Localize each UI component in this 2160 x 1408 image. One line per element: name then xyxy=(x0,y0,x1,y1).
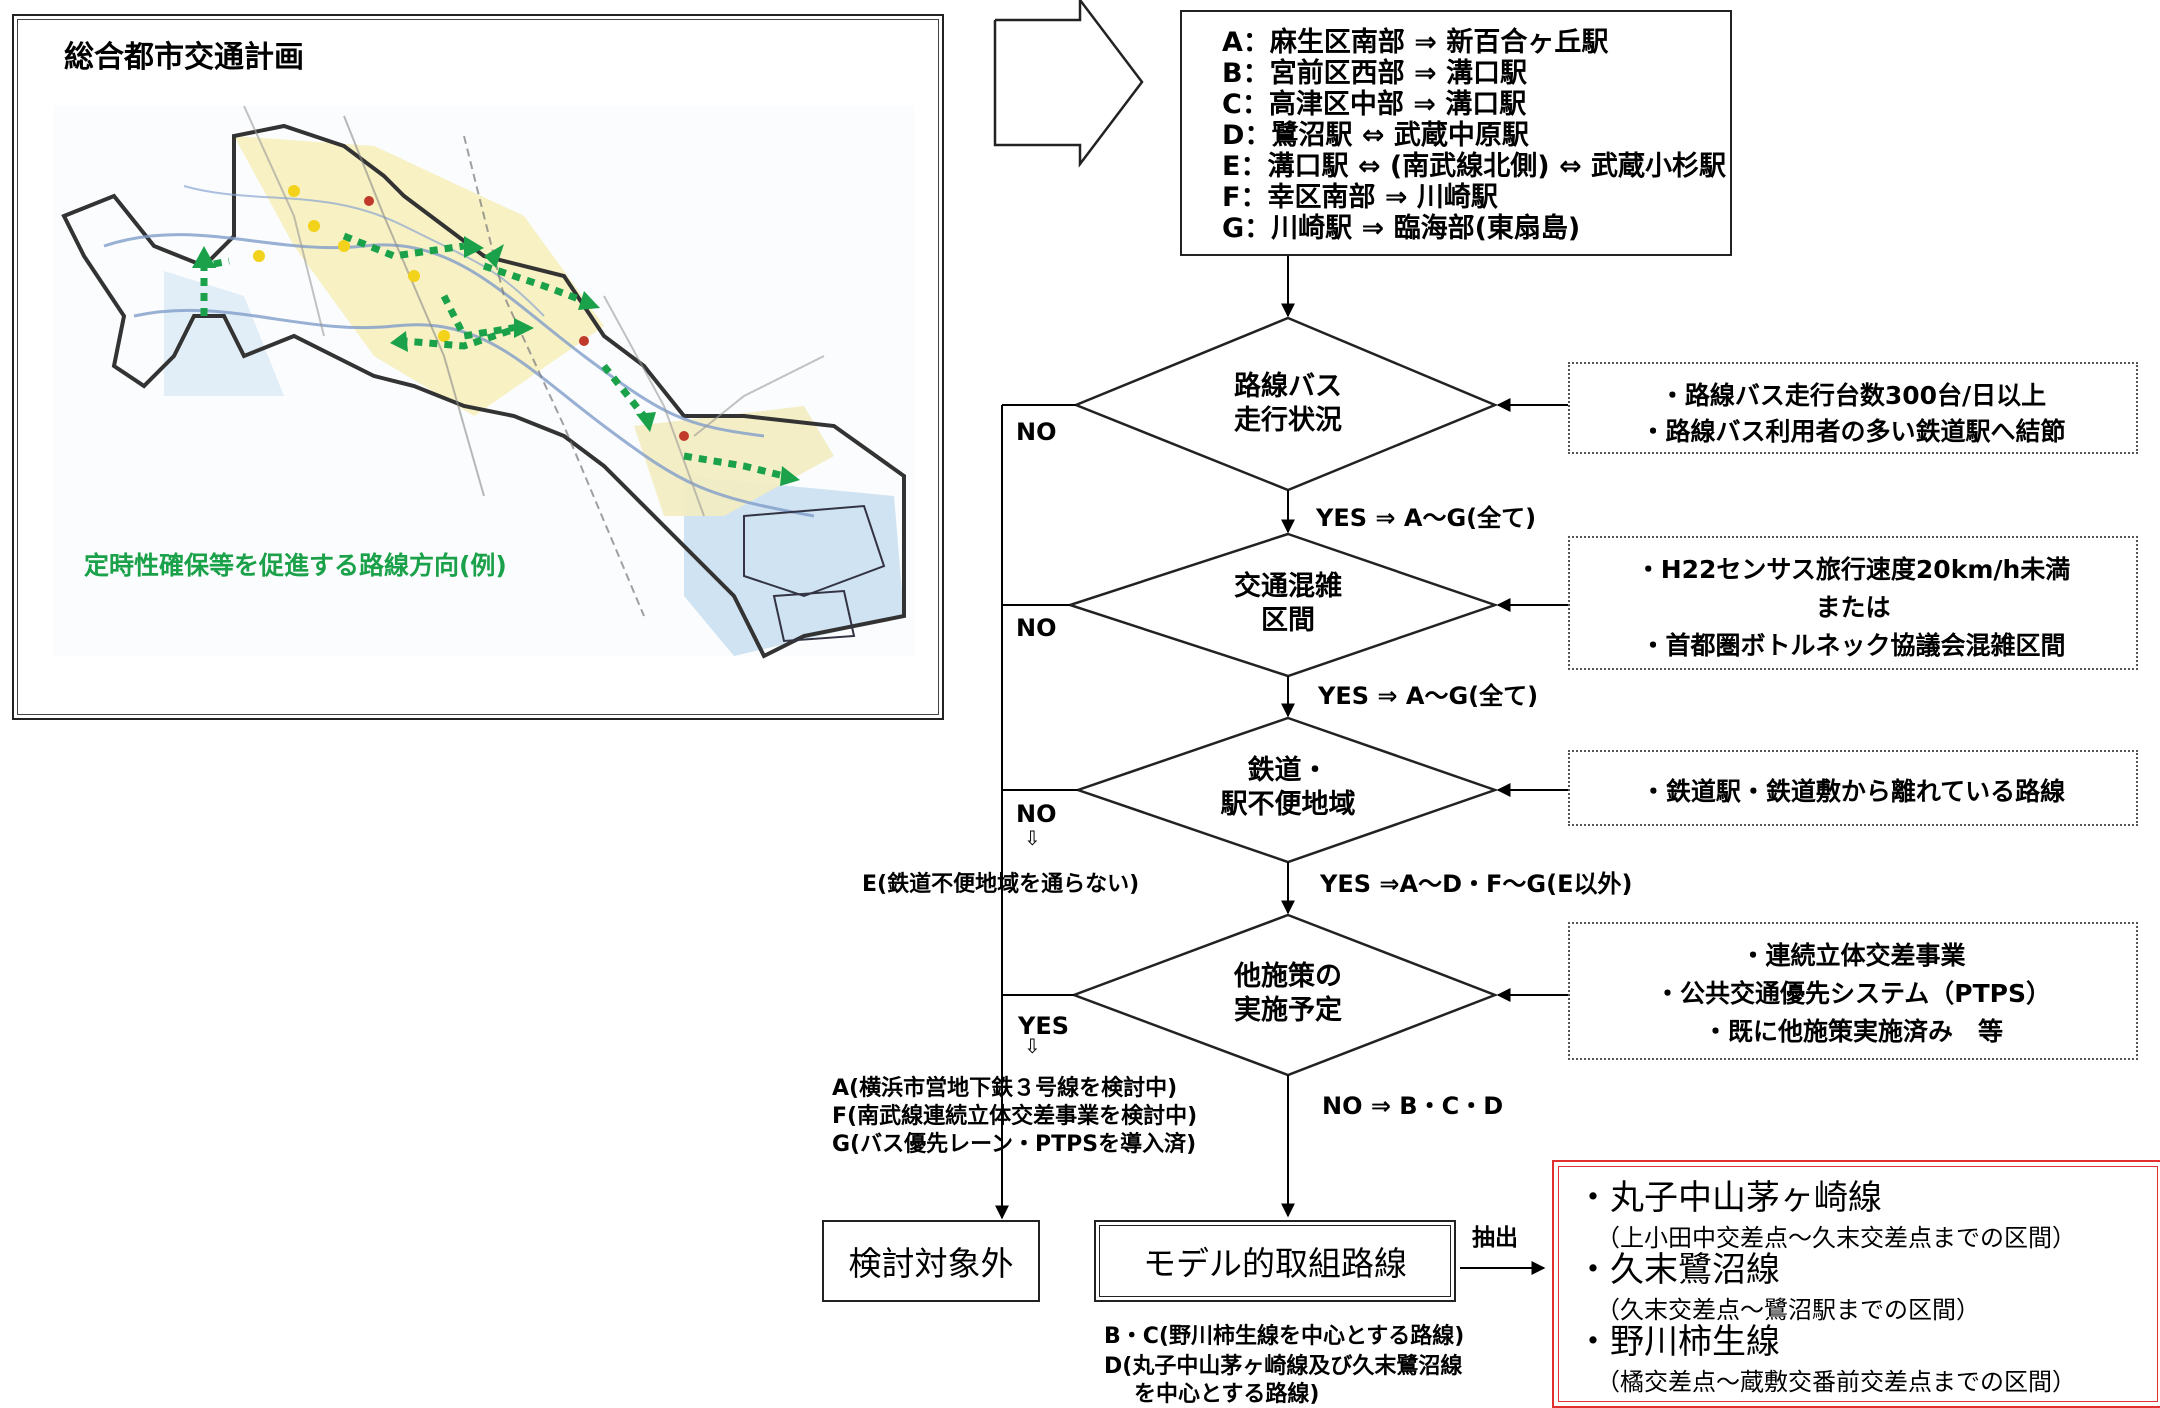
yes-label-2: YES ⇒ A～G(全て) xyxy=(1318,682,1539,710)
excluded-box: 検討対象外 xyxy=(822,1220,1040,1302)
condition-rail-inconvenience: 鉄道・ 駅不便地域 xyxy=(1220,755,1356,820)
destination-list-box: A：麻生区南部 ⇒ 新百合ヶ丘駅 B：宮前区西部 ⇒ 溝口駅 C：高津区中部 ⇒… xyxy=(1180,10,1732,256)
down-arrow-2: ⇩ xyxy=(1024,1034,1041,1058)
route-name-2: ・久末鷺沼線 xyxy=(1576,1250,1780,1290)
destination-c: C：高津区中部 ⇒ 溝口駅 xyxy=(1222,89,1527,120)
criteria-box-2: ・H22センサス旅行速度20km/h未満 または ・首都圏ボトルネック協議会混雑… xyxy=(1568,536,2138,670)
destination-g: G：川崎駅 ⇒ 臨海部(東扇島) xyxy=(1222,213,1581,244)
yes-label-1: YES ⇒ A～G(全て) xyxy=(1316,504,1537,532)
route-name-3: ・野川柿生線 xyxy=(1576,1322,1780,1362)
model-note-d: D(丸子中山茅ヶ崎線及び久末鷺沼線 xyxy=(1104,1354,1463,1379)
criteria-box-4: ・連続立体交差事業 ・公共交通優先システム（PTPS） ・既に他施策実施済み 等 xyxy=(1568,922,2138,1060)
exclude-e-note: E(鉄道不便地域を通らない) xyxy=(862,872,1140,897)
condition-other-measures: 他施策の 実施予定 xyxy=(1234,961,1342,1026)
yes-label-left: YES xyxy=(1018,1012,1070,1040)
destination-f: F：幸区南部 ⇒ 川崎駅 xyxy=(1222,182,1498,213)
condition-bus-operation: 路線バス 走行状況 xyxy=(1234,371,1342,436)
yes-label-3: YES ⇒A～D・F～G(E以外) xyxy=(1320,870,1633,898)
criteria-box-3: ・鉄道駅・鉄道敷から離れている路線 xyxy=(1568,750,2138,826)
criteria-box-1: ・路線バス走行台数300台/日以上 ・路線バス利用者の多い鉄道駅へ結節 xyxy=(1568,362,2138,454)
model-note-d-cont: を中心とする路線) xyxy=(1134,1382,1320,1407)
route-name-1: ・丸子中山茅ヶ崎線 xyxy=(1576,1178,1882,1218)
destination-e: E：溝口駅 ⇔ (南武線北側) ⇔ 武蔵小杉駅 xyxy=(1222,151,1726,182)
condition-congestion: 交通混雑 区間 xyxy=(1234,571,1342,636)
model-note-bc: B・C(野川柿生線を中心とする路線) xyxy=(1104,1324,1465,1349)
destination-b: B：宮前区西部 ⇒ 溝口駅 xyxy=(1222,58,1528,89)
route-note-2: （久末交差点～鷺沼駅までの区間） xyxy=(1596,1296,1980,1324)
extract-label: 抽出 xyxy=(1472,1225,1518,1251)
big-hollow-arrow xyxy=(993,0,1144,168)
exclude-a-note: A(横浜市営地下鉄３号線を検討中) xyxy=(832,1076,1178,1101)
no-label-4: NO ⇒ B・C・D xyxy=(1322,1092,1504,1120)
destination-d: D：鷺沼駅 ⇔ 武蔵中原駅 xyxy=(1222,120,1529,151)
route-note-3: （橘交差点～蔵敷交番前交差点までの区間） xyxy=(1596,1368,2076,1396)
down-arrow-1: ⇩ xyxy=(1024,826,1041,850)
map-caption: 定時性確保等を促進する路線方向(例) xyxy=(84,551,507,580)
no-label-2: NO xyxy=(1016,614,1057,642)
exclude-f-note: F(南武線連続立体交差事業を検討中) xyxy=(832,1104,1198,1129)
map-panel: 総合都市交通計画 xyxy=(12,14,944,720)
city-map xyxy=(54,105,914,659)
no-label-1: NO xyxy=(1016,418,1057,446)
model-routes-box: モデル的取組路線 xyxy=(1094,1220,1456,1302)
exclude-g-note: G(バス優先レーン・PTPSを導入済) xyxy=(832,1132,1197,1157)
destination-a: A：麻生区南部 ⇒ 新百合ヶ丘駅 xyxy=(1222,27,1609,58)
route-note-1: （上小田中交差点～久末交差点までの区間） xyxy=(1596,1224,2076,1252)
extracted-routes-box: ・丸子中山茅ヶ崎線 （上小田中交差点～久末交差点までの区間） ・久末鷺沼線 （久… xyxy=(1552,1160,2160,1408)
map-title: 総合都市交通計画 xyxy=(64,40,304,75)
no-label-3: NO xyxy=(1016,800,1057,828)
